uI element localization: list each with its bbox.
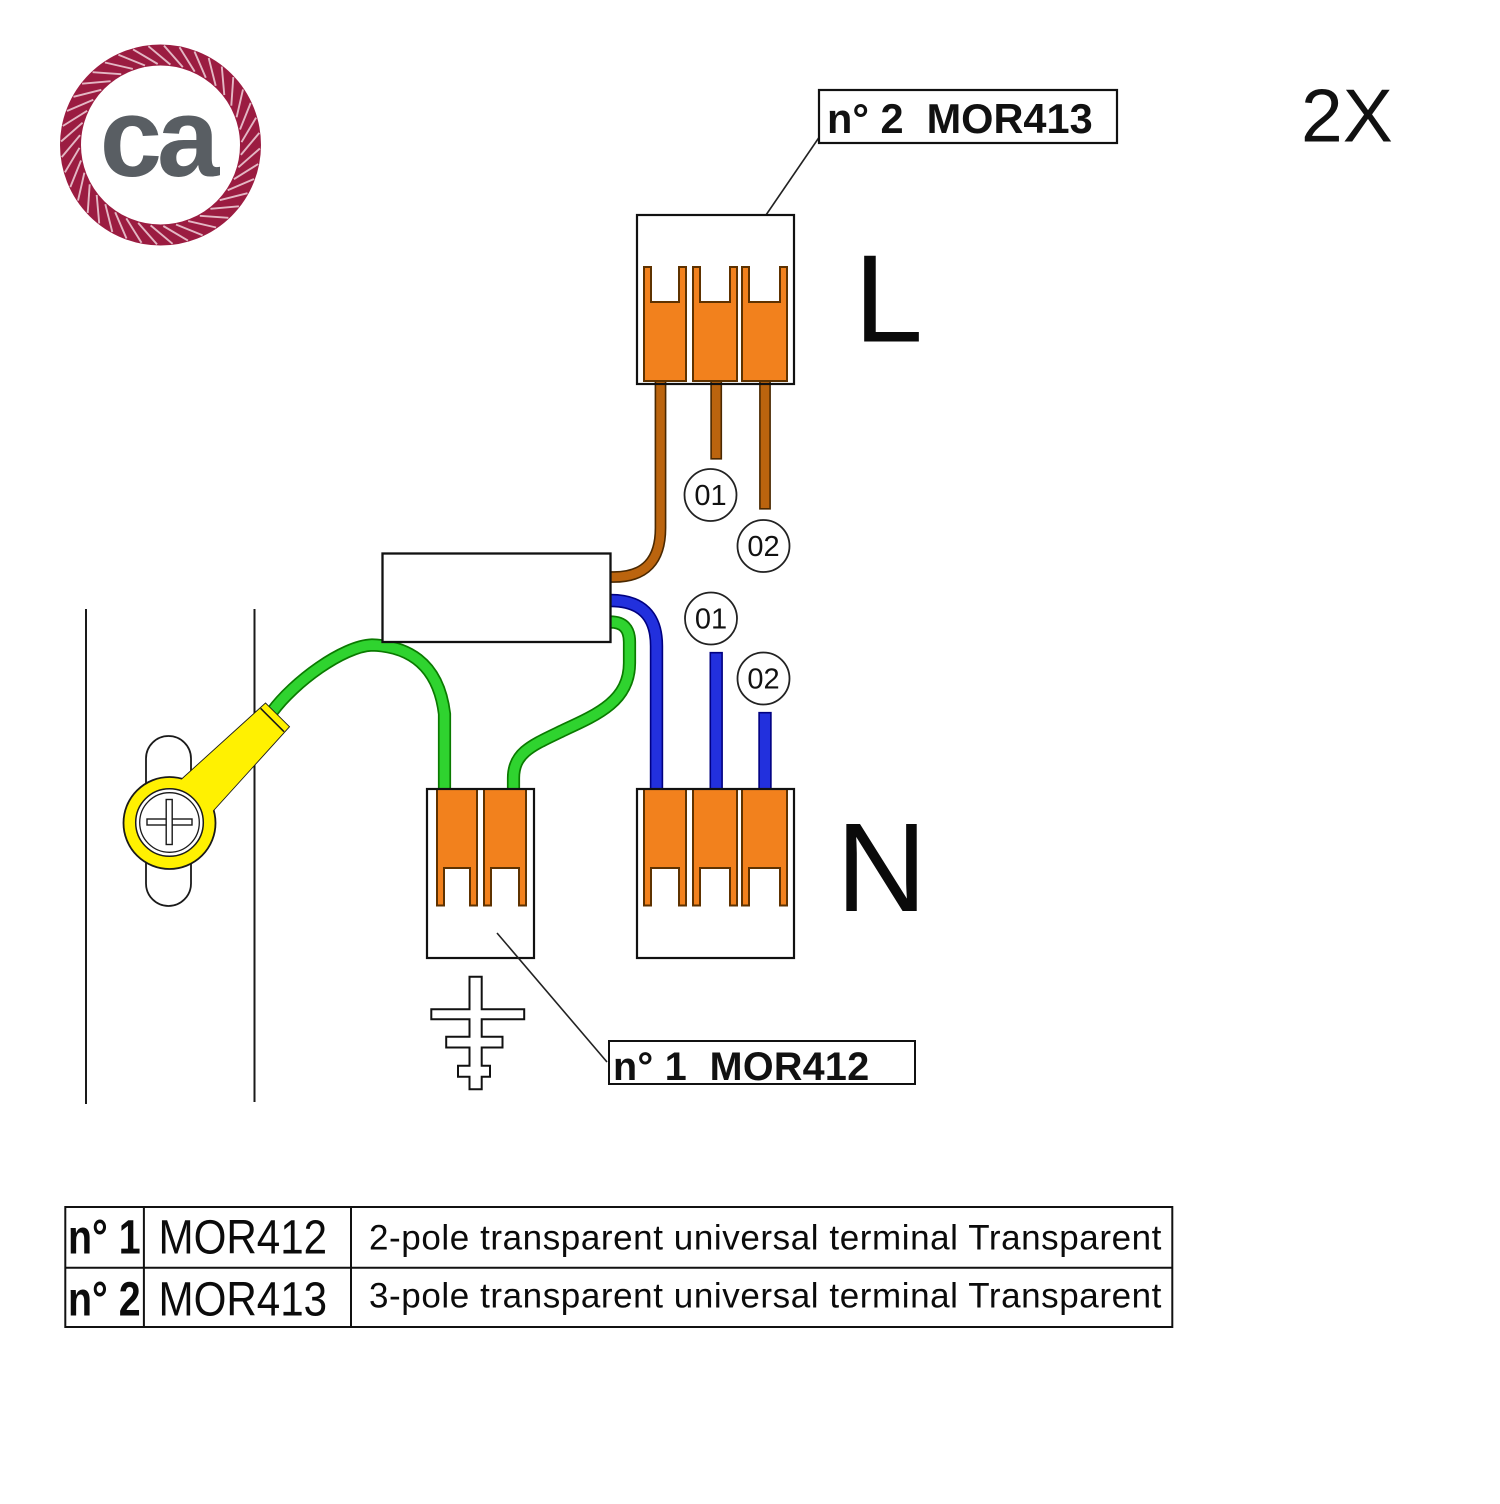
- svg-text:01: 01: [695, 604, 727, 636]
- svg-text:3-pole transparent universal t: 3-pole transparent universal terminal Tr…: [369, 1276, 1162, 1315]
- svg-text:n° 2 MOR413: n° 2 MOR413: [827, 95, 1093, 142]
- svg-text:ca: ca: [100, 75, 220, 200]
- svg-text:MOR412: MOR412: [159, 1210, 328, 1264]
- svg-text:n° 2: n° 2: [68, 1273, 141, 1327]
- svg-text:01: 01: [694, 480, 726, 512]
- svg-text:2-pole transparent universal t: 2-pole transparent universal terminal Tr…: [369, 1218, 1162, 1257]
- svg-text:N: N: [836, 797, 927, 938]
- svg-text:MOR413: MOR413: [159, 1272, 328, 1326]
- svg-text:n° 1: n° 1: [68, 1211, 141, 1265]
- svg-text:L: L: [854, 231, 923, 369]
- svg-text:02: 02: [747, 664, 779, 696]
- svg-text:n° 1 MOR412: n° 1 MOR412: [613, 1045, 869, 1089]
- svg-text:2X: 2X: [1301, 74, 1393, 158]
- svg-text:02: 02: [747, 531, 779, 563]
